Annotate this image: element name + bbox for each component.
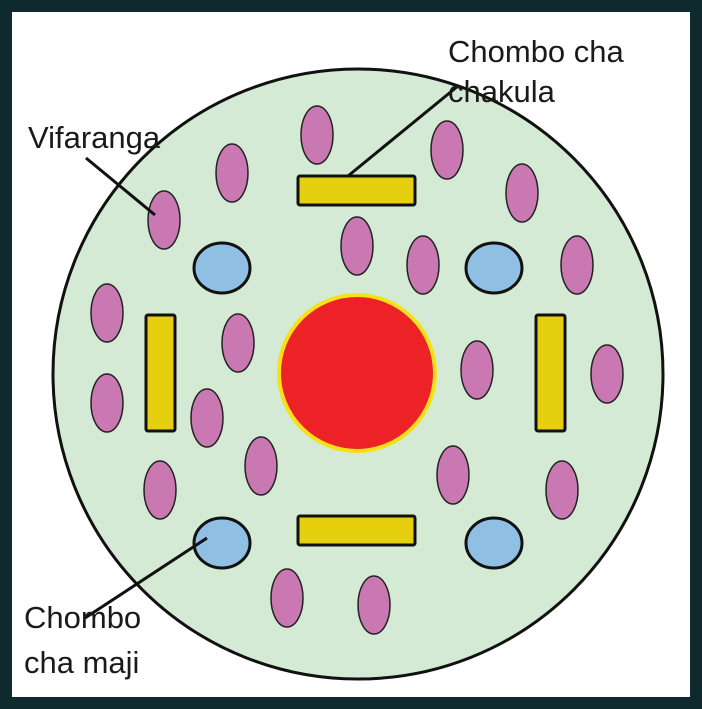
chick-icon	[506, 164, 538, 222]
vifaranga-label: Vifaranga	[28, 120, 161, 155]
chick-icon	[461, 341, 493, 399]
chick-icon	[591, 345, 623, 403]
chick-icon	[245, 437, 277, 495]
chick-icon	[561, 236, 593, 294]
chick-icon	[148, 191, 180, 249]
chick-icon	[91, 374, 123, 432]
maji-label-line2: cha maji	[24, 645, 139, 680]
chick-icon	[216, 144, 248, 202]
waterer-icon	[194, 243, 250, 293]
maji-label-line1: Chombo	[24, 600, 141, 635]
heater-icon	[279, 295, 435, 451]
chick-icon	[91, 284, 123, 342]
chick-icon	[222, 314, 254, 372]
chakula-label-line2: chakula	[448, 74, 556, 109]
waterer-icon	[466, 243, 522, 293]
chick-icon	[431, 121, 463, 179]
chakula-label-line1: Chombo cha	[448, 34, 625, 69]
feeder-bottom	[298, 516, 415, 545]
chick-icon	[407, 236, 439, 294]
chick-icon	[144, 461, 176, 519]
chick-icon	[191, 389, 223, 447]
waterer-icon	[194, 518, 250, 568]
chick-icon	[437, 446, 469, 504]
feeder-left	[146, 315, 175, 431]
feeder-right	[536, 315, 565, 431]
chick-icon	[358, 576, 390, 634]
feeder-top	[298, 176, 415, 205]
chick-icon	[546, 461, 578, 519]
chick-icon	[301, 106, 333, 164]
chick-icon	[341, 217, 373, 275]
waterer-icon	[466, 518, 522, 568]
chick-icon	[271, 569, 303, 627]
